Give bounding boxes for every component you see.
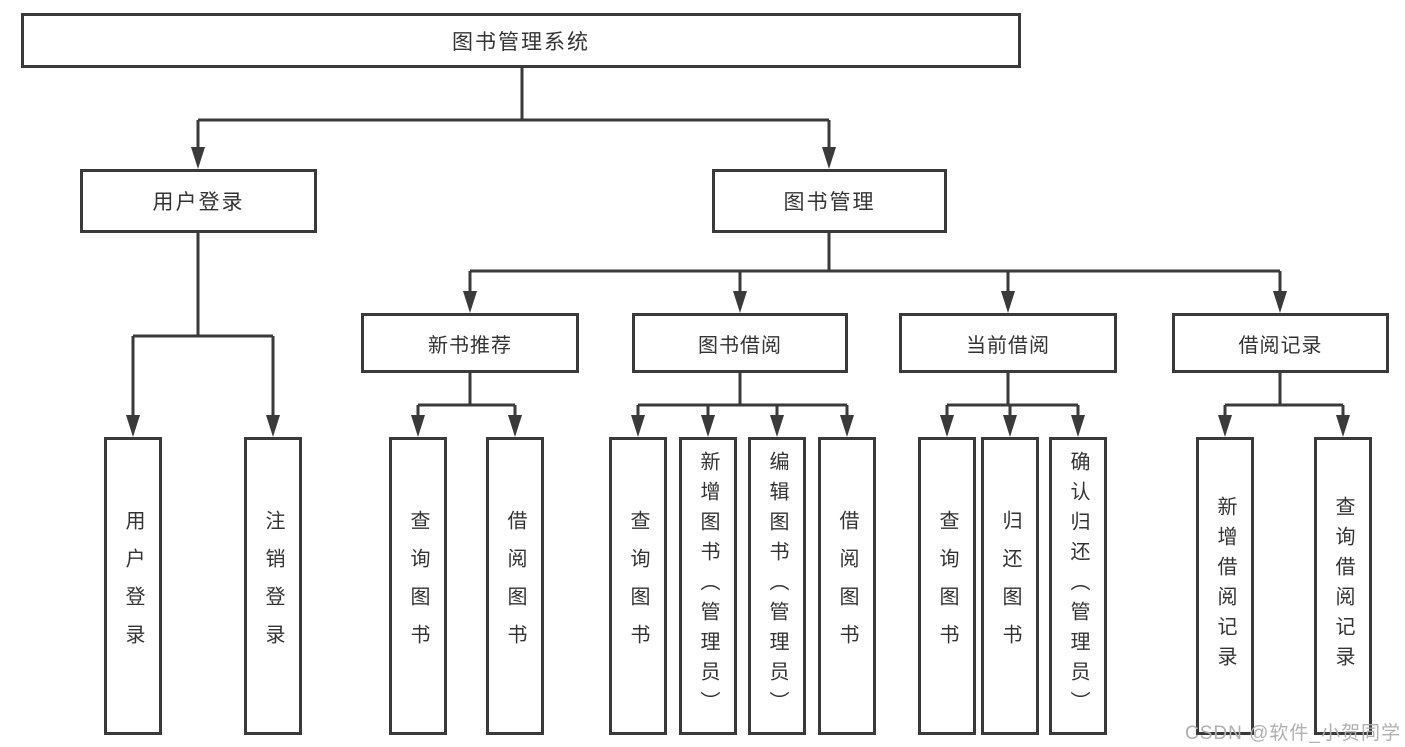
arrowhead-icon xyxy=(770,415,784,437)
arrowhead-icon xyxy=(266,415,280,437)
node-leaf-query-books-current: 查询图书 xyxy=(918,437,976,735)
connector-user-login xyxy=(131,233,275,417)
connector-book-management xyxy=(468,233,1282,293)
node-user-login: 用户登录 xyxy=(80,169,317,233)
node-leaf-user-login: 用户登录 xyxy=(104,437,162,735)
node-book-management: 图书管理 xyxy=(712,169,947,233)
watermark: CSDN @软件_小贺同学 xyxy=(1185,723,1401,744)
arrowhead-icon xyxy=(508,415,522,437)
node-new-book-recommend: 新书推荐 xyxy=(361,313,579,373)
node-leaf-add-borrow-record: 新增借阅记录 xyxy=(1196,437,1254,735)
arrowhead-icon xyxy=(631,415,645,437)
arrowhead-icon xyxy=(1273,291,1287,313)
node-leaf-logout: 注销登录 xyxy=(244,437,302,735)
connector-root xyxy=(196,67,831,149)
node-current-borrow: 当前借阅 xyxy=(899,313,1117,373)
connector-new-book-recommend xyxy=(416,373,517,417)
connector-book-borrow xyxy=(636,373,849,417)
node-leaf-borrow-books-recommend: 借阅图书 xyxy=(486,437,544,735)
node-leaf-query-books-borrow: 查询图书 xyxy=(609,437,667,735)
connector-current-borrow xyxy=(945,373,1080,417)
node-leaf-edit-book-admin: 编辑图书（管理员） xyxy=(748,437,806,735)
arrowhead-icon xyxy=(411,415,425,437)
node-root: 图书管理系统 xyxy=(21,13,1021,68)
arrowhead-icon xyxy=(701,415,715,437)
node-leaf-query-books-recommend: 查询图书 xyxy=(389,437,447,735)
arrowhead-icon xyxy=(1336,415,1350,437)
node-leaf-add-book-admin: 新增图书（管理员） xyxy=(679,437,737,735)
arrowhead-icon xyxy=(1001,291,1015,313)
node-leaf-query-borrow-record: 查询借阅记录 xyxy=(1314,437,1372,735)
arrowhead-icon xyxy=(940,415,954,437)
arrowhead-icon xyxy=(191,147,205,169)
node-book-borrow: 图书借阅 xyxy=(632,313,848,373)
arrowhead-icon xyxy=(733,291,747,313)
arrowhead-icon xyxy=(1003,415,1017,437)
connector-borrow-records xyxy=(1223,373,1345,417)
arrowhead-icon xyxy=(463,291,477,313)
arrowhead-icon xyxy=(1071,415,1085,437)
arrowhead-icon xyxy=(822,147,836,169)
arrowhead-icon xyxy=(1218,415,1232,437)
node-leaf-confirm-return-admin: 确认归还（管理员） xyxy=(1049,437,1107,735)
arrowhead-icon xyxy=(840,415,854,437)
node-borrow-records: 借阅记录 xyxy=(1172,313,1389,373)
node-leaf-borrow-books: 借阅图书 xyxy=(818,437,876,735)
node-leaf-return-book: 归还图书 xyxy=(981,437,1039,735)
arrowhead-icon xyxy=(126,415,140,437)
